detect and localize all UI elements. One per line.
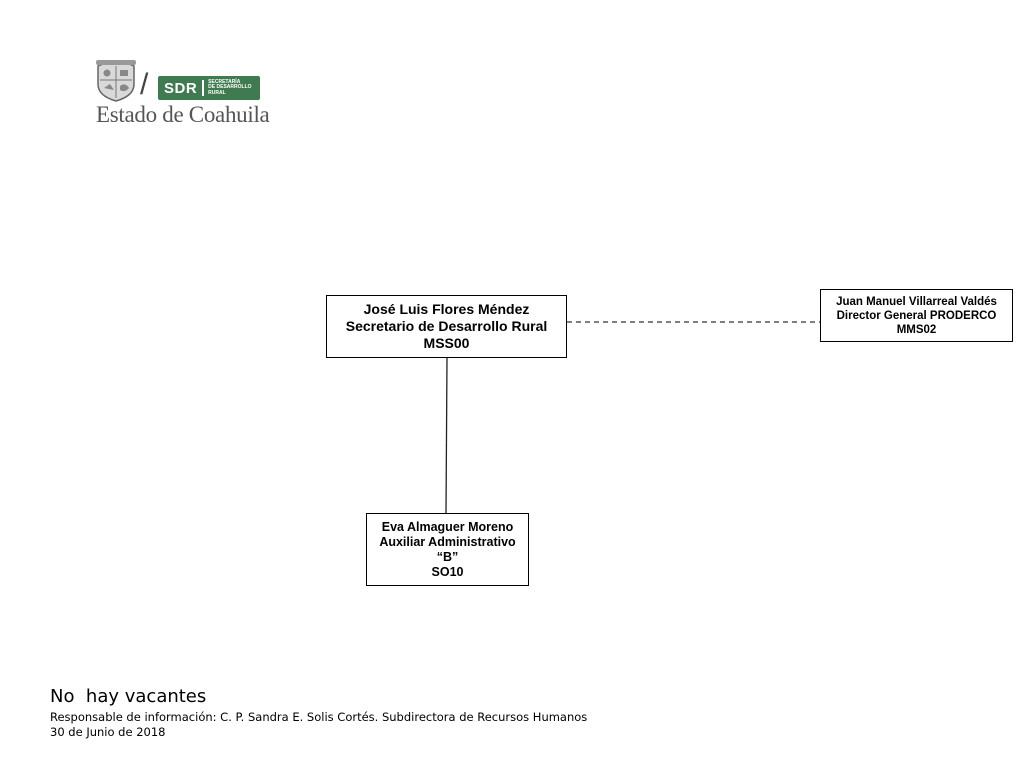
org-box-linked: Juan Manuel Villarreal Valdés Director G… — [820, 289, 1013, 342]
coat-of-arms-icon — [96, 60, 136, 102]
subordinate-title-line2: “B” — [436, 549, 459, 564]
org-box-subordinate: Eva Almaguer Moreno Auxiliar Administrat… — [366, 513, 529, 586]
logo-separator: / — [140, 68, 149, 101]
sdr-subtitle: SECRETARÍA DE DESARROLLO RURAL — [208, 78, 252, 96]
linked-code: MMS02 — [896, 323, 937, 336]
sdr-label: SDR — [164, 79, 198, 97]
linked-name: Juan Manuel Villarreal Valdés — [836, 295, 997, 308]
solid-connector — [445, 357, 448, 514]
vacancies-note: No hay vacantes — [50, 686, 207, 707]
subordinate-name: Eva Almaguer Moreno — [381, 519, 514, 534]
sdr-divider — [202, 80, 205, 96]
head-code: MSS00 — [423, 335, 470, 351]
date-note: 30 de Junio de 2018 — [50, 725, 166, 739]
subordinate-title: Auxiliar Administrativo — [379, 534, 516, 549]
head-title: Secretario de Desarrollo Rural — [345, 318, 548, 334]
linked-title: Director General PRODERCO — [836, 309, 997, 322]
org-box-head: José Luis Flores Méndez Secretario de De… — [326, 295, 567, 358]
sdr-badge: SDR SECRETARÍA DE DESARROLLO RURAL — [158, 76, 260, 100]
estado-wordmark: Estado de Coahuila — [96, 102, 270, 127]
head-name: José Luis Flores Méndez — [363, 301, 530, 317]
subordinate-code: SO10 — [431, 564, 464, 579]
responsible-note: Responsable de información: C. P. Sandra… — [50, 710, 588, 724]
logo: / SDR SECRETARÍA DE DESARROLLO RURAL Est… — [94, 58, 270, 132]
